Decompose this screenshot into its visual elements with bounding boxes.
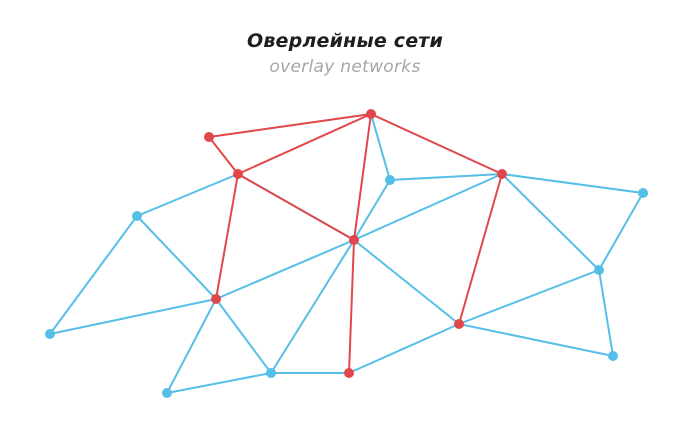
physical-link — [370, 113, 391, 181]
physical-link — [166, 372, 272, 394]
physical-link — [389, 173, 503, 181]
overlay-node — [497, 169, 507, 179]
physical-link — [215, 298, 272, 374]
physical-link — [501, 173, 644, 194]
overlay-node — [366, 109, 376, 119]
physical-node — [45, 329, 55, 339]
physical-link — [353, 173, 503, 241]
overlay-link — [237, 173, 355, 241]
overlay-link — [237, 113, 372, 175]
physical-link — [215, 239, 355, 300]
physical-node — [608, 351, 618, 361]
edge-layer — [49, 113, 644, 394]
overlay-link — [353, 113, 372, 241]
physical-link — [49, 298, 217, 335]
overlay-node — [204, 132, 214, 142]
physical-node — [132, 211, 142, 221]
physical-link — [598, 192, 644, 271]
overlay-node — [349, 235, 359, 245]
physical-link — [458, 269, 600, 325]
overlay-node — [344, 368, 354, 378]
physical-link — [136, 215, 217, 300]
physical-link — [353, 239, 460, 325]
overlay-link — [215, 173, 239, 300]
overlay-link — [208, 113, 372, 138]
physical-link — [270, 239, 355, 374]
overlay-link — [370, 113, 503, 175]
physical-node — [162, 388, 172, 398]
physical-link — [501, 173, 600, 271]
overlay-node — [454, 319, 464, 329]
physical-node — [385, 175, 395, 185]
physical-link — [136, 173, 239, 217]
overlay-link — [348, 239, 355, 374]
overlay-link — [208, 136, 239, 175]
physical-node — [638, 188, 648, 198]
diagram-subtitle: overlay networks — [269, 57, 421, 77]
physical-link — [598, 269, 614, 357]
physical-link — [458, 323, 614, 357]
physical-node — [266, 368, 276, 378]
overlay-node — [233, 169, 243, 179]
node-layer — [45, 109, 648, 398]
physical-node — [594, 265, 604, 275]
physical-link — [49, 215, 138, 335]
physical-link — [166, 298, 217, 394]
physical-link — [353, 179, 391, 241]
physical-link — [348, 323, 460, 374]
diagram-title: Оверлейные сети — [246, 30, 444, 52]
overlay-node — [211, 294, 221, 304]
overlay-link — [458, 173, 503, 325]
